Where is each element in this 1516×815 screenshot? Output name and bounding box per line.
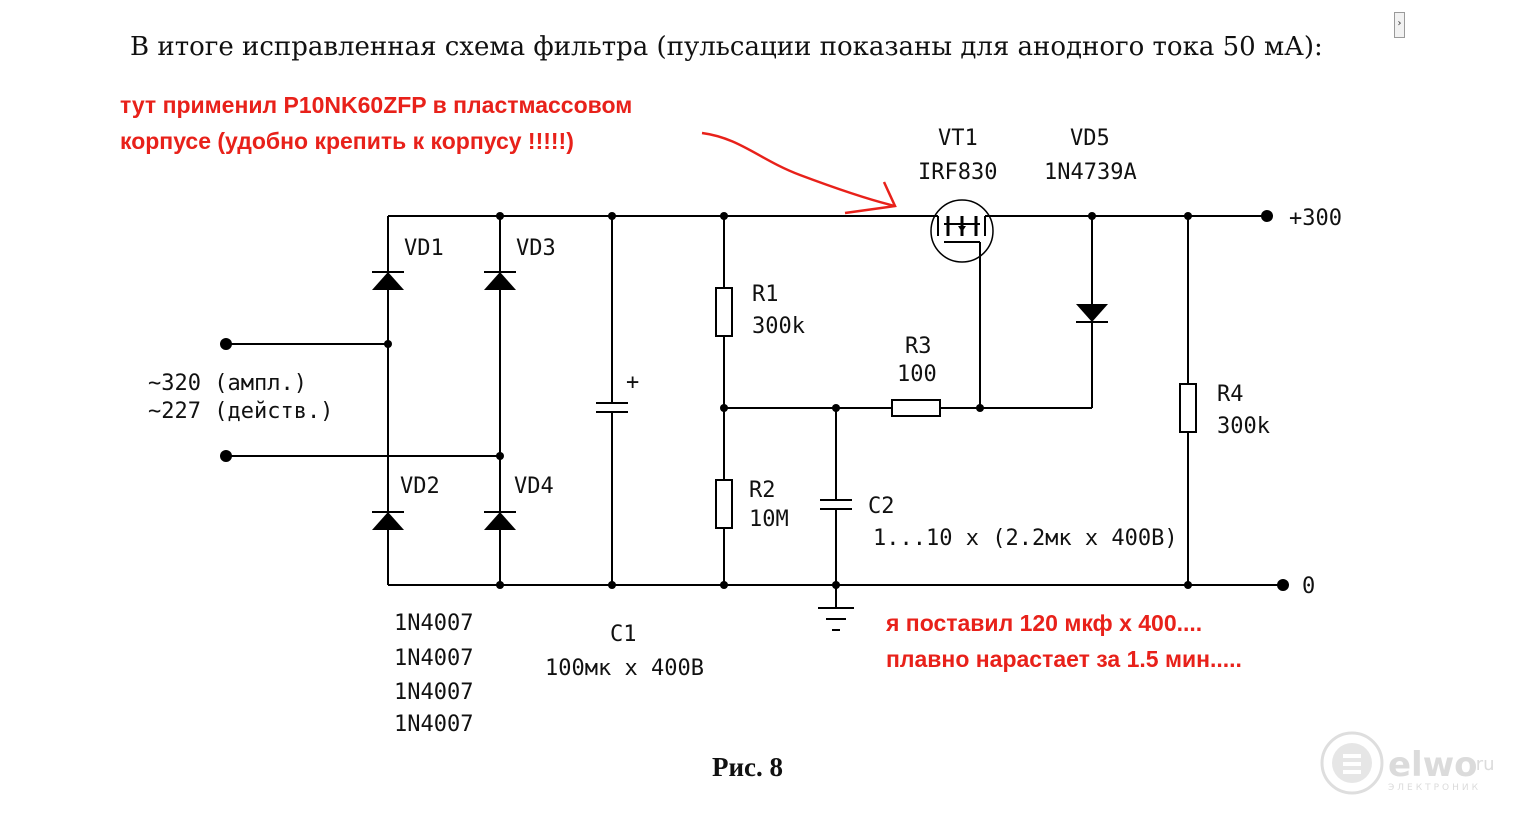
ac-terminal-1: [220, 338, 232, 350]
label-vd5-part: 1N4739A: [1044, 160, 1137, 185]
label-out-zero: 0: [1302, 574, 1315, 599]
output-terminal-zero: [1277, 579, 1289, 591]
diode-vd2: [372, 511, 404, 530]
resistor-r1: [715, 287, 733, 337]
annotation-top-line1: тут применил P10NK60ZFP в пластмассовом: [120, 92, 633, 118]
resistor-r3: [891, 399, 941, 417]
label-r3-value: 100: [897, 362, 937, 387]
input-label-2: ~227 (действ.): [148, 399, 333, 424]
label-out-plus: +300: [1289, 206, 1342, 231]
label-c1-polarity: +: [626, 370, 639, 395]
resistor-r2: [715, 479, 733, 529]
annotation-bottom-line1: я поставил 120 мкф х 400....: [886, 610, 1203, 636]
diode-vd1: [372, 271, 404, 290]
label-r2-value: 10M: [749, 507, 789, 532]
capacitor-c2: [820, 408, 852, 608]
diode-vd4: [484, 511, 516, 530]
diode-vd3: [484, 271, 516, 290]
label-r3: R3: [905, 334, 932, 359]
ground-symbol: [818, 607, 854, 631]
label-c1-value: 100мк х 400В: [545, 656, 704, 681]
output-terminal-plus: [1261, 210, 1273, 222]
label-r4: R4: [1217, 382, 1244, 407]
elwo-logo: elwo .ru ЭЛЕКТРОНИК: [1320, 731, 1495, 795]
label-vt1-part: IRF830: [918, 160, 997, 185]
label-c1: C1: [610, 622, 637, 647]
label-r2: R2: [749, 478, 776, 503]
label-vd5: VD5: [1070, 126, 1110, 151]
ac-terminal-2: [220, 450, 232, 462]
label-vd3: VD3: [516, 236, 556, 261]
junctions: [384, 212, 1192, 589]
diode-part-3: 1N4007: [394, 680, 473, 705]
annotation-top-line2: корпусе (удобно крепить к корпусу !!!!!): [120, 128, 574, 154]
mosfet-vt1: [930, 199, 994, 408]
page-title: В итоге исправленная схема фильтра (пуль…: [130, 32, 1323, 62]
label-vd4: VD4: [514, 474, 554, 499]
logo-tagline: ЭЛЕКТРОНИК: [1388, 783, 1481, 793]
figure-caption: Рис. 8: [712, 752, 784, 782]
zener-vd5: [1076, 216, 1108, 408]
input-label-1: ~320 (ампл.): [148, 371, 307, 396]
label-vd1: VD1: [404, 236, 444, 261]
label-c2: C2: [868, 494, 895, 519]
label-r1: R1: [752, 282, 779, 307]
logo-name: elwo: [1388, 745, 1477, 785]
scroll-right-button[interactable]: ›: [1394, 12, 1405, 38]
label-c2-value: 1...10 х (2.2мк х 400В): [873, 526, 1178, 551]
label-r4-value: 300k: [1217, 414, 1270, 439]
diode-part-4: 1N4007: [394, 712, 473, 737]
diode-part-1: 1N4007: [394, 611, 473, 636]
label-vt1: VT1: [938, 126, 978, 151]
annotation-bottom-line2: плавно нарастает за 1.5 мин.....: [886, 646, 1242, 672]
label-r1-value: 300k: [752, 314, 805, 339]
capacitor-c1: [596, 216, 628, 585]
resistor-r4: [1179, 383, 1197, 433]
annotation-arrow: [701, 131, 897, 215]
diode-part-2: 1N4007: [394, 646, 473, 671]
logo-suffix: .ru: [1470, 754, 1495, 775]
label-vd2: VD2: [400, 474, 440, 499]
